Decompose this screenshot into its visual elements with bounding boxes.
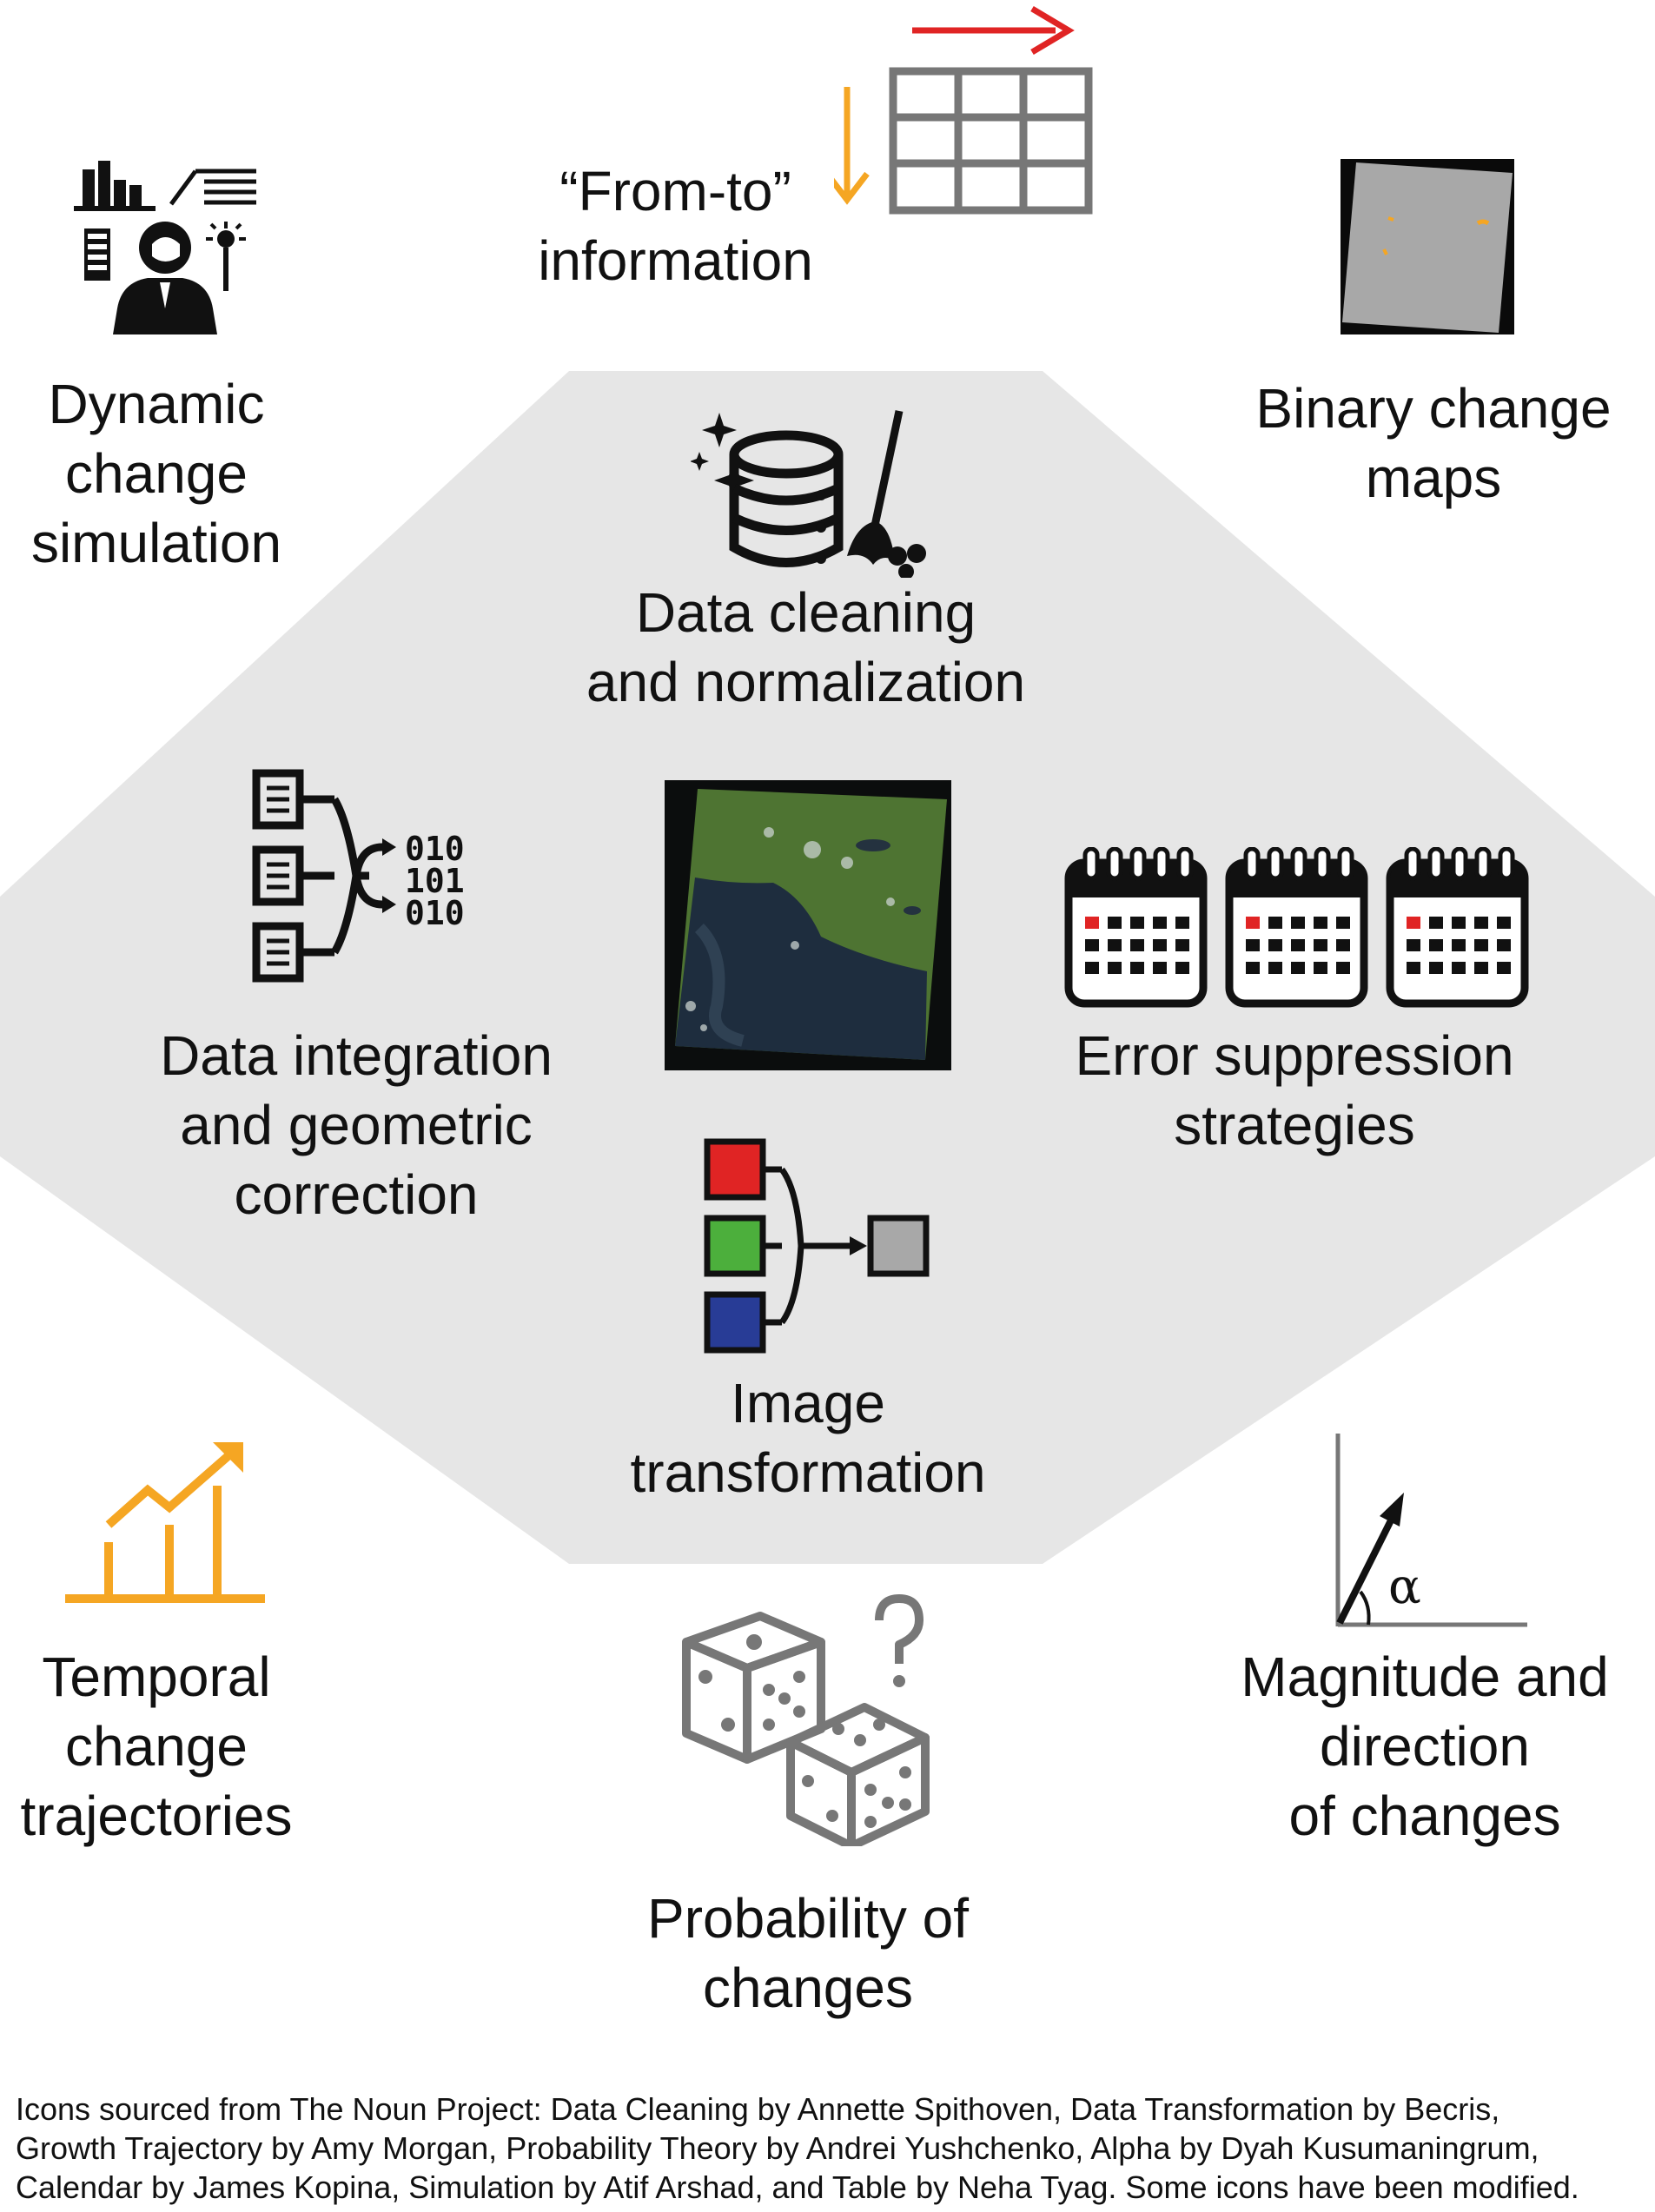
alpha-symbol: α (1388, 1559, 1421, 1615)
image-transformation-label: Image transformation (630, 1372, 986, 1504)
growth-trajectory-icon (65, 1442, 265, 1603)
dynamic-simulation-label: Dynamic change simulation (30, 373, 282, 574)
from-to-table-icon (834, 5, 1093, 215)
probability-label: Probability of changes (647, 1887, 969, 2019)
binary-code-row-1: 010 (405, 830, 465, 868)
data-cleaning-label: Data cleaning and normalization (586, 581, 1026, 713)
icon-credits: Icons sourced from The Noun Project: Dat… (16, 2091, 1579, 2205)
magnitude-direction-label: Magnitude and direction of changes (1241, 1646, 1609, 1847)
alpha-vector-icon: α (1335, 1434, 1527, 1627)
calendar-icon (1069, 849, 1203, 1003)
data-integration-label: Data integration and geometric correctio… (160, 1024, 553, 1226)
satellite-image (665, 780, 951, 1070)
calendar-icons (1064, 847, 1533, 1008)
data-cleaning-icon (691, 410, 926, 578)
simulation-person-icon (74, 161, 256, 334)
calendar-icon (1390, 849, 1525, 1003)
image-transformation-icon (704, 1138, 930, 1354)
binary-change-map-image (1341, 159, 1514, 334)
binary-code-row-2: 101 (405, 862, 465, 900)
error-suppression-label: Error suppression strategies (1075, 1024, 1514, 1156)
binary-code-row-3: 010 (405, 894, 465, 932)
dice-probability-icon (682, 1594, 930, 1846)
from-to-label: “From-to” information (538, 160, 813, 292)
temporal-trajectories-label: Temporal change trajectories (20, 1646, 293, 1847)
data-integration-icon: 010 101 010 (252, 769, 465, 983)
binary-change-maps-label: Binary change maps (1255, 377, 1612, 509)
calendar-icon (1229, 849, 1364, 1003)
